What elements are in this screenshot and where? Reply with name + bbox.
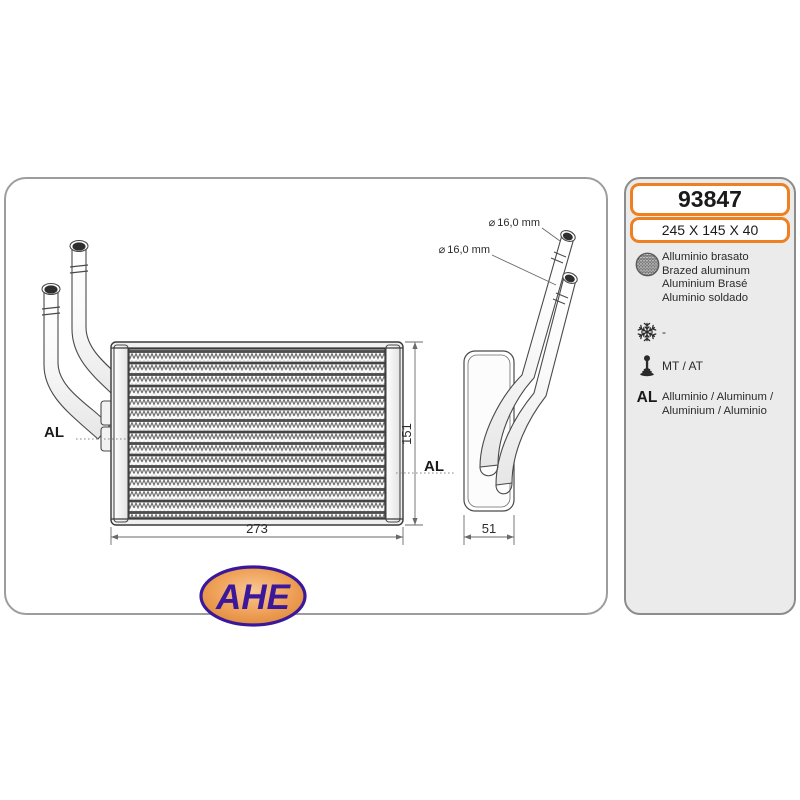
upper-pipe-diameter-value: 16,0 mm — [497, 217, 540, 229]
product-technical-drawing: 273 151 AL AL — [41, 217, 578, 545]
front-view-core — [110, 341, 404, 526]
material-description: Alluminio brasato Brazed aluminum Alumin… — [662, 251, 750, 304]
spec-row-aluminium: AL Alluminio / Aluminum / Aluminium / Al… — [632, 389, 774, 418]
diameter-symbol-upper: ⌀ — [489, 217, 496, 229]
product-code-box: 93847 — [630, 183, 790, 216]
front-height-dimension-label: 151 — [399, 423, 414, 445]
diameter-leader-lines — [491, 227, 561, 286]
aluminium-description: Alluminio / Aluminum / Aluminium / Alumi… — [662, 391, 774, 417]
diameter-symbol-lower: ⌀ — [439, 244, 446, 256]
side-depth-dimension-label: 51 — [482, 521, 496, 536]
gear-shift-icon — [632, 354, 662, 377]
spec-row-transmission: MT / AT — [632, 354, 703, 377]
front-width-dimension-label: 273 — [246, 521, 268, 536]
spec-row-material: Alluminio brasato Brazed aluminum Alumin… — [632, 251, 750, 305]
side-view — [463, 230, 578, 512]
technical-drawing-panel: 273 151 AL AL — [4, 177, 608, 627]
lower-pipe-diameter-value: 16,0 mm — [447, 244, 490, 256]
air-conditioning-value: - — [662, 324, 666, 339]
lower-pipe-diameter-label: ⌀16,0 mm — [439, 244, 490, 256]
product-dimensions: 245 X 145 X 40 — [661, 222, 759, 238]
brazed-core-icon — [632, 251, 662, 277]
side-view-al-marker: AL — [424, 458, 444, 475]
ahe-logo-ellipse — [199, 565, 307, 627]
transmission-value: MT / AT — [662, 358, 703, 373]
ahe-logo: AHE — [199, 565, 307, 627]
snowflake-icon — [632, 321, 662, 342]
al-leader-lines — [76, 438, 454, 474]
front-view-al-marker: AL — [44, 424, 64, 441]
product-dimensions-box: 245 X 145 X 40 — [630, 217, 790, 243]
spec-row-air-conditioning: - — [632, 321, 666, 342]
side-view-dimension-lines — [463, 515, 515, 545]
product-info-panel: 93847 245 X 145 X 40 Alluminio brasato B… — [624, 177, 796, 615]
ahe-logo-text: AHE — [215, 578, 292, 617]
front-view-dimension-lines — [110, 341, 423, 545]
al-mark-label: AL — [636, 389, 658, 406]
product-code: 93847 — [678, 186, 742, 212]
front-view-pipes — [41, 239, 139, 452]
upper-pipe-diameter-label: ⌀16,0 mm — [489, 217, 540, 229]
